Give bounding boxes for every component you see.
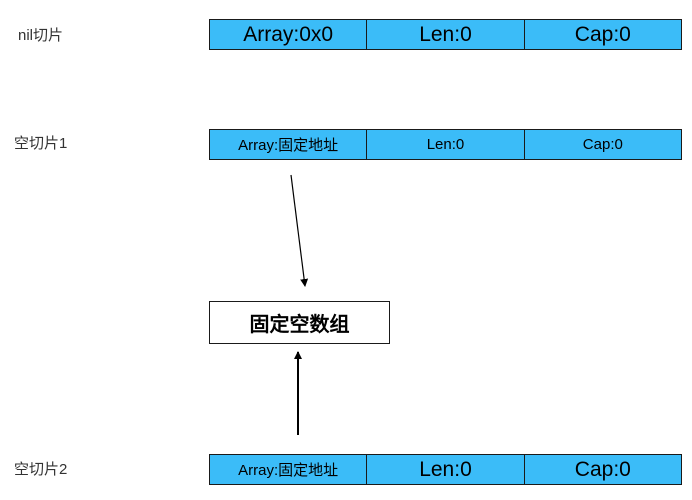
empty-slice-1-struct: Array:固定地址 Len:0 Cap:0 xyxy=(209,129,682,160)
nil-slice-struct: Array:0x0 Len:0 Cap:0 xyxy=(209,19,682,50)
nil-slice-array-cell: Array:0x0 xyxy=(243,22,334,46)
arrow-slice1-to-array xyxy=(290,174,309,287)
empty-slice-2-label: 空切片2 xyxy=(14,461,68,478)
nil-slice-cap-cell: Cap:0 xyxy=(523,20,681,49)
nil-slice-len-cell: Len:0 xyxy=(366,20,523,49)
empty-slice-1-cap-cell: Cap:0 xyxy=(523,130,681,159)
empty-slice-2-cap-cell: Cap:0 xyxy=(523,455,681,484)
empty-slice-2-struct: Array:固定地址 Len:0 Cap:0 xyxy=(209,454,682,485)
nil-slice-label: nil切片 xyxy=(18,27,64,44)
empty-slice-1-label: 空切片1 xyxy=(14,135,68,152)
empty-slice-1-array-cell: Array:固定地址 xyxy=(238,137,339,154)
empty-slice-2-len-cell: Len:0 xyxy=(366,455,523,484)
empty-slice-2-array-cell: Array:固定地址 xyxy=(238,462,339,479)
fixed-empty-array-box: 固定空数组 xyxy=(209,301,390,344)
empty-slice-1-len-cell: Len:0 xyxy=(366,130,523,159)
